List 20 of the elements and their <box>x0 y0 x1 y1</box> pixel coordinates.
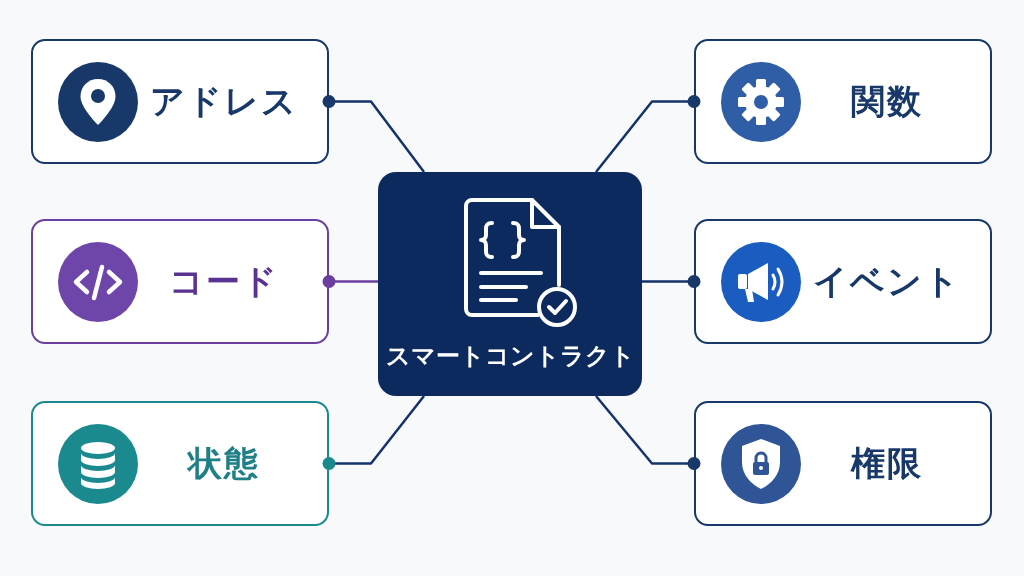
connector <box>322 275 378 288</box>
topic-box <box>694 219 992 344</box>
central-box <box>378 172 642 396</box>
node-label: 状態 <box>185 441 261 485</box>
connector <box>595 95 701 173</box>
topic-box <box>31 39 329 164</box>
connector <box>322 395 425 470</box>
topic-box <box>31 401 329 526</box>
topic-box <box>694 39 992 164</box>
connector <box>322 95 425 173</box>
connector <box>642 275 701 288</box>
node-label: スマートコントラクト <box>385 341 635 372</box>
node-label: 権限 <box>849 441 924 485</box>
topic-box <box>694 401 992 526</box>
node-label: 関数 <box>849 79 924 123</box>
connector <box>595 395 701 470</box>
node-label: コード <box>167 259 280 303</box>
node-label: イベント <box>811 259 962 303</box>
node-label: アドレス <box>148 79 299 123</box>
topic-box <box>31 219 329 344</box>
